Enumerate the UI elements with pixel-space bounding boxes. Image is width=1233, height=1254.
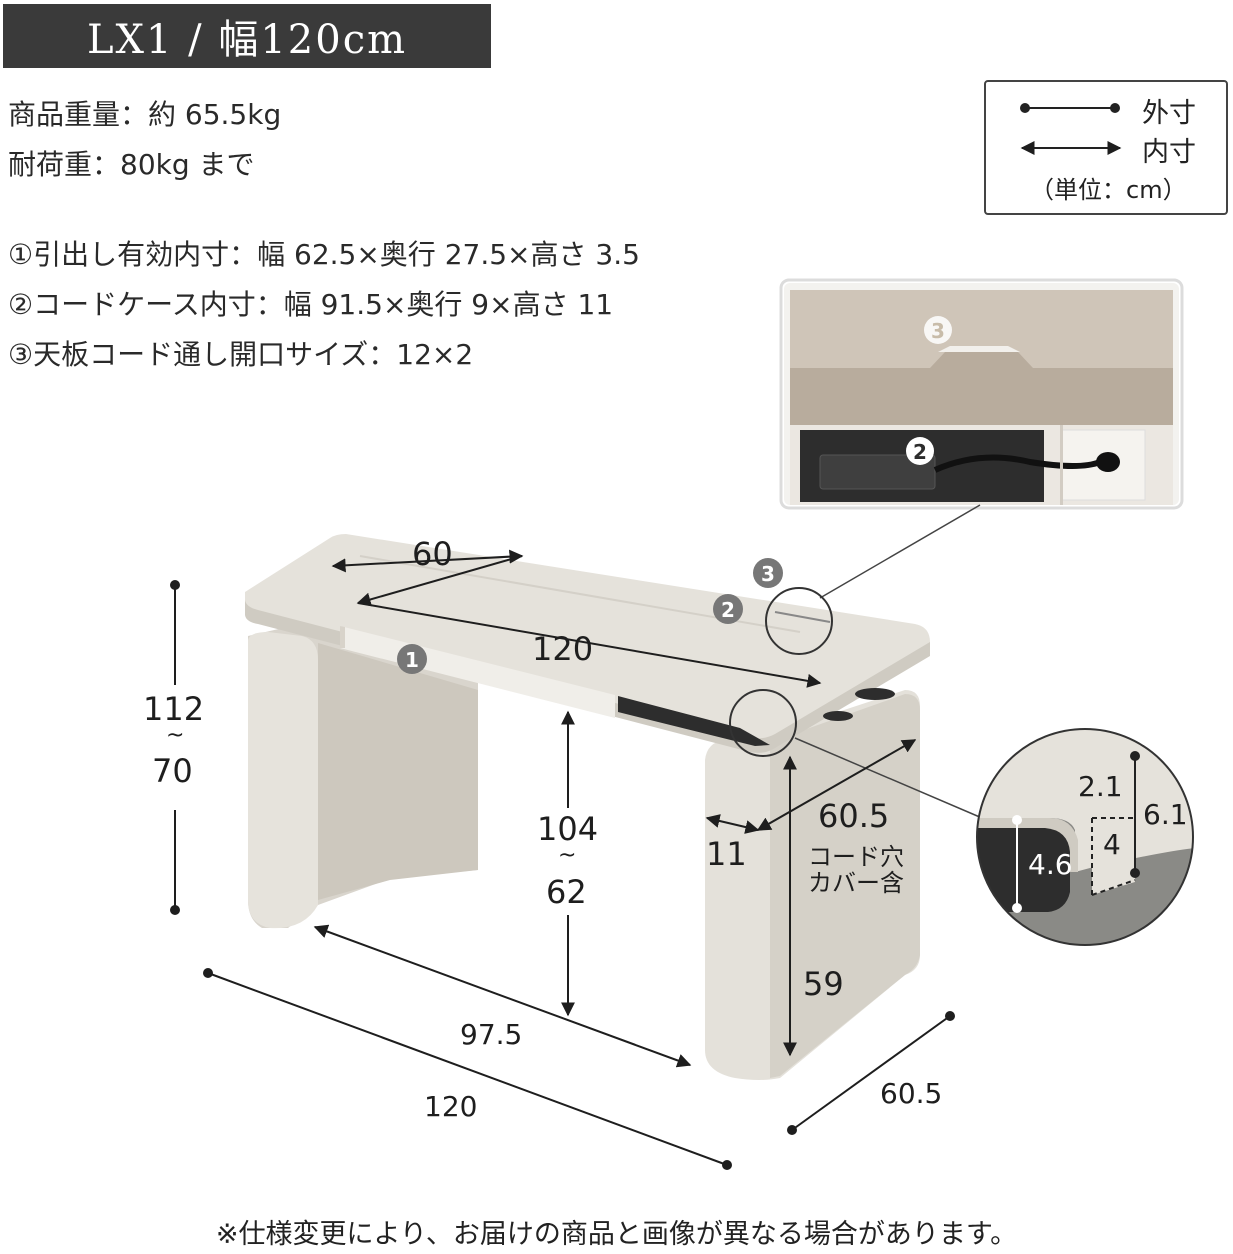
detail-side-height: 4.6 — [1028, 848, 1073, 881]
inset-leader-line — [819, 504, 981, 599]
dim-leg-depth: 60.5 — [818, 797, 890, 835]
dim-height-max: 112 — [143, 690, 205, 728]
inset-callout-three: 3 — [924, 316, 952, 344]
legend-inner-label: 内寸 — [1142, 137, 1196, 168]
edge-detail-circle — [976, 728, 1194, 946]
callout-one-text: 1 — [405, 648, 419, 672]
page-title: LX1 / 幅120cm — [3, 4, 491, 68]
legend-outer-label: 外寸 — [1142, 98, 1196, 129]
load-spec: 耐荷重：80kg まで — [8, 148, 255, 181]
legend-outer-line — [1020, 103, 1120, 113]
legend-unit: （単位：cm） — [1030, 176, 1187, 204]
note-cord-case: ②コードケース内寸：幅 91.5×奥行 9×高さ 11 — [8, 288, 614, 321]
callout-one: 1 — [397, 644, 427, 674]
dim-top-width: 120 — [532, 630, 594, 668]
callout-two: 2 — [713, 594, 743, 624]
detail-top-thickness: 2.1 — [1078, 770, 1123, 803]
dim-leg-width: 11 — [706, 835, 747, 873]
footer-note: ※仕様変更により、お届けの商品と画像が異なる場合があります。 — [215, 1219, 1018, 1250]
weight-spec: 商品重量：約 65.5kg — [8, 98, 282, 131]
dim-total-width: 120 — [424, 1090, 478, 1123]
cord-case-inset — [779, 278, 1184, 510]
dim-clearance-sep: ~ — [558, 843, 577, 868]
note-cord-opening: ③天板コード通し開口サイズ：12×2 — [8, 338, 474, 371]
opening-magnifier — [765, 587, 833, 655]
dim-inner-width: 97.5 — [460, 1018, 523, 1051]
dim-leg-note-2: カバー含 — [808, 869, 904, 897]
dim-clearance-max: 104 — [537, 810, 599, 848]
dim-leg-note-1: コード穴 — [808, 843, 904, 871]
dim-top-depth: 60 — [412, 535, 453, 573]
dim-height-sep: ~ — [166, 723, 185, 748]
detail-total-thickness: 6.1 — [1143, 798, 1188, 831]
note-drawer: ①引出し有効内寸：幅 62.5×奥行 27.5×高さ 3.5 — [8, 238, 640, 271]
callout-three: 3 — [753, 558, 783, 588]
dim-lines — [170, 549, 955, 1170]
inset-callout-two: 2 — [906, 437, 934, 465]
detail-frame-height: 4 — [1103, 828, 1121, 861]
dim-leg-height: 59 — [803, 965, 844, 1003]
dim-total-depth: 60.5 — [880, 1077, 943, 1110]
callout-two-text: 2 — [721, 598, 735, 622]
inset-callout-two-text: 2 — [913, 440, 927, 464]
callout-three-text: 3 — [761, 562, 775, 586]
dim-clearance-min: 62 — [546, 873, 587, 911]
inset-callout-three-text: 3 — [931, 319, 945, 343]
dim-height-min: 70 — [152, 752, 193, 790]
